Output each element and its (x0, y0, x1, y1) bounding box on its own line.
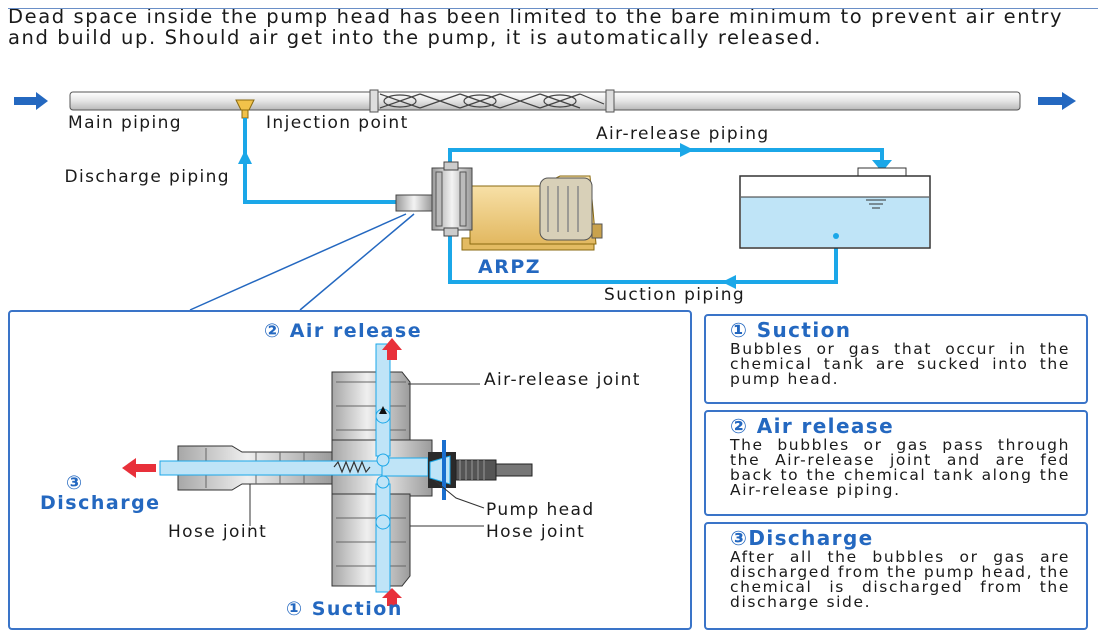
air-release-joint-label: Air-release joint (484, 370, 641, 390)
air-release-piping-line (448, 148, 884, 170)
discharge-card: ③Discharge After all the bubbles or gas … (704, 522, 1088, 630)
intro-text-content: Dead space inside the pump head has been… (8, 5, 1064, 49)
intro-rule (8, 8, 1098, 9)
pump-head-cross-section (122, 338, 533, 606)
air-release-card-title: ② Air release (730, 414, 895, 438)
callout-line-left (189, 213, 407, 311)
leader-lines (249, 383, 485, 527)
air-release-card-body: The bubbles or gas pass through the Air-… (730, 436, 1070, 499)
air-release-joint-body (331, 371, 411, 443)
diaphragm-assembly (428, 440, 533, 500)
discharge-piping-label: Discharge piping (64, 167, 230, 187)
pump-arpz (395, 161, 603, 251)
pump-head-label: Pump head (486, 500, 595, 520)
discharge-left-arrow (122, 458, 156, 478)
detail-panel: ② Air release ③ Discharge ① Suction Air-… (8, 310, 692, 630)
air-release-valve-indicator (379, 406, 387, 414)
suction-piping-label: Suction piping (604, 285, 746, 305)
static-mixer (379, 93, 605, 109)
liquid-channels (159, 343, 429, 593)
air-release-card: ② Air release The bubbles or gas pass th… (704, 410, 1088, 516)
discharge-piping-line (243, 118, 396, 204)
suction-card-body: Bubbles or gas that occur in the chemica… (730, 340, 1070, 388)
air-release-up-arrow (382, 338, 402, 360)
discharge-flow-arrow (238, 150, 252, 164)
check-valve-spring (333, 460, 371, 474)
air-release-flow-arrow (680, 143, 694, 157)
main-piping (69, 89, 1021, 113)
discharge-heading-number: ③ (66, 472, 84, 494)
air-release-heading: ② Air release (264, 320, 423, 342)
discharge-card-title: ③Discharge (730, 526, 874, 550)
suction-flow-arrow (722, 275, 736, 289)
callout-line-right (299, 213, 415, 311)
discharge-heading: Discharge (40, 492, 161, 514)
tank-inlet-arrow (872, 160, 892, 172)
hose-joint-right-label: Hose joint (486, 522, 586, 542)
discharge-card-body: After all the bubbles or gas are dischar… (730, 548, 1070, 611)
suction-heading: ① Suction (286, 598, 403, 620)
suction-hose-joint-body (331, 493, 411, 587)
hose-joint-left-label: Hose joint (168, 522, 268, 542)
air-release-piping-label: Air-release piping (596, 124, 770, 144)
suction-card-title: ① Suction (730, 318, 852, 342)
flow-arrow-out (1038, 92, 1076, 110)
suction-piping-line (448, 232, 838, 284)
suction-up-arrow (382, 588, 402, 606)
intro-text: Dead space inside the pump head has been… (8, 5, 1098, 49)
flow-arrow-in (14, 92, 48, 110)
suction-card: ① Suction Bubbles or gas that occur in t… (704, 314, 1088, 404)
pump-model-label: ARPZ (478, 256, 542, 278)
injection-point-label: Injection point (266, 113, 409, 133)
chemical-tank (739, 167, 931, 249)
main-piping-label: Main piping (68, 113, 182, 133)
